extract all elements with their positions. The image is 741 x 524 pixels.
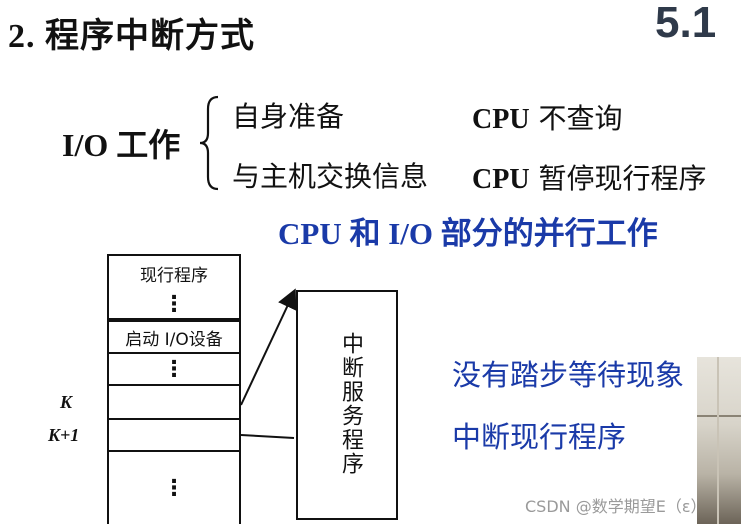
program-cell-rest: ⋮ (107, 450, 241, 524)
program-cell-ellipsis: ⋮ (107, 352, 241, 386)
io-row-1-right: CPU 不查询 (472, 97, 622, 137)
io-row-1-action: 不查询 (538, 102, 623, 135)
presenter-photo (697, 357, 741, 524)
program-cell-ellipsis: ⋮ (107, 290, 241, 320)
io-row-2-action: 暂停现行程序 (538, 162, 707, 195)
curly-brace-icon (199, 95, 219, 191)
cpu-label: CPU (472, 104, 530, 135)
interrupt-service-box (296, 290, 398, 520)
io-work-label: I/O 工作 (62, 127, 181, 163)
jump-arrows (240, 288, 297, 439)
io-row-2-right: CPU 暂停现行程序 (472, 157, 706, 197)
program-cell-current: 现行程序 (107, 254, 241, 292)
io-row-1-left: 自身准备 (232, 100, 345, 133)
cpu-label: CPU (472, 164, 530, 195)
note-no-busy-wait: 没有踏步等待现象 (452, 358, 685, 392)
slide-title: 2. 程序中断方式 (8, 18, 255, 55)
program-cell-label: 启动 I/O设备 (125, 329, 223, 350)
program-cell-start-io: 启动 I/O设备 (107, 320, 241, 354)
k-plus-1-label: K+1 (48, 425, 80, 445)
vertical-ellipsis-icon: ⋮ (163, 475, 185, 501)
k-label: K (60, 392, 73, 412)
watermark: CSDN @数学期望E（ε） (525, 497, 707, 516)
program-cell-k1 (107, 418, 241, 452)
interrupt-service-label: 中断服务程序 (338, 332, 363, 476)
io-row-2-left: 与主机交换信息 (232, 160, 429, 193)
vertical-ellipsis-icon: ⋮ (163, 291, 185, 317)
program-cell-label: 现行程序 (140, 265, 208, 286)
vertical-ellipsis-icon: ⋮ (163, 356, 185, 382)
program-cell-k (107, 384, 241, 420)
slide-number: 5.1 (655, 0, 717, 47)
parallel-work-heading: CPU 和 I/O 部分的并行工作 (278, 216, 658, 251)
note-interrupt-program: 中断现行程序 (452, 420, 627, 454)
